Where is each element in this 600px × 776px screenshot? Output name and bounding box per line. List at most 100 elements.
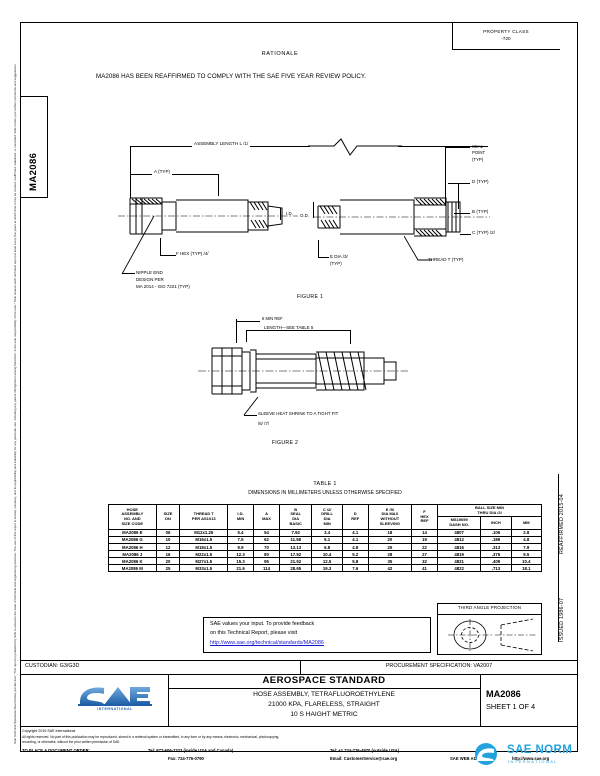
table-cell: 5.2 bbox=[341, 550, 369, 559]
sleeve-leader-h bbox=[244, 415, 257, 416]
table-cell: .106 bbox=[480, 528, 512, 537]
table-cell: 62 bbox=[253, 535, 280, 545]
table-cell: 27 bbox=[411, 550, 438, 559]
table-cell: M12x1.25 bbox=[179, 528, 229, 537]
table-cell: MA2086 H bbox=[108, 542, 157, 552]
feedback-line-2: on this Technical Report, please visit bbox=[210, 630, 298, 636]
id-ext bbox=[280, 208, 281, 220]
title-line-2: 21000 KPA, FLARELESS, STRAIGHT bbox=[268, 701, 380, 708]
th-text: D REF bbox=[351, 511, 360, 521]
od-label: O.D. bbox=[300, 213, 310, 218]
custodian-label: CUSTODIAN: G3/G3D bbox=[25, 663, 80, 669]
footer-copyright: Copyright 2015 SAE International bbox=[22, 729, 76, 733]
th-dia-mm: MM bbox=[510, 516, 543, 530]
seal-point-leader bbox=[446, 147, 470, 148]
table-cell: 54 bbox=[253, 528, 280, 537]
table-cell: .375 bbox=[480, 550, 512, 559]
b-typ-label: B (TYP) bbox=[472, 209, 489, 214]
th-text: MM bbox=[522, 519, 530, 525]
table-cell: 21.6 bbox=[227, 564, 255, 573]
third-angle-projection-icon bbox=[448, 618, 537, 652]
watermark-logo-icon bbox=[475, 743, 497, 765]
th-text: MS19059 DASH NO. bbox=[449, 517, 469, 528]
e-dia-leader-h bbox=[318, 257, 329, 258]
table-cell: 42 bbox=[367, 564, 413, 573]
th-text: C /2/ DRILL DIA MIN bbox=[321, 506, 333, 526]
ext-line-left bbox=[130, 146, 131, 198]
table-cell: MA2086 M bbox=[108, 564, 157, 573]
rationale-text: MA2086 HAS BEEN REAFFIRMED TO COMPLY WIT… bbox=[96, 73, 367, 80]
titleblock-bottom-line bbox=[20, 726, 578, 728]
a-typ-label: A (TYP) bbox=[152, 169, 173, 175]
table-cell: 114 bbox=[253, 564, 280, 573]
left-margin-note-text: SAE Technical Standards Board Rules prov… bbox=[13, 63, 17, 744]
footer-tel-us: Tel: 877-606-7323 (inside USA and Canada… bbox=[148, 748, 234, 753]
thread-t-label: THREAD T (TYP) bbox=[428, 257, 464, 262]
footer-email: Email: CustomerService@sae.org bbox=[330, 756, 398, 761]
f-hex-leader-v bbox=[160, 238, 161, 256]
table-header-row-1: HOSE ASSEMBLY NO. AND SIZE CODE SIZE DN … bbox=[108, 503, 542, 530]
right-margin-divider bbox=[558, 474, 559, 642]
th-ms19059: MS19059 DASH NO. bbox=[436, 516, 482, 530]
right-fitting-drawing bbox=[314, 197, 490, 237]
th-thread: THREAD T PER AS1013 bbox=[179, 504, 229, 530]
dimensions-table: HOSE ASSEMBLY NO. AND SIZE CODE SIZE DN … bbox=[108, 503, 543, 573]
table-cell: 20 bbox=[367, 535, 413, 545]
min-ref-ext bbox=[236, 319, 237, 343]
table-cell: 3.4 bbox=[311, 528, 343, 537]
table-cell: 12 bbox=[155, 542, 181, 552]
procurement-spec: PROCUREMENT SPECIFICATION: VA2007 bbox=[385, 663, 493, 669]
c-typ-label: C (TYP) /2/ bbox=[472, 230, 495, 235]
projection-box bbox=[437, 603, 542, 655]
table-cell: 5.8 bbox=[341, 557, 369, 566]
projection-label: THIRD ANGLE PROJECTION bbox=[457, 605, 522, 610]
th-a-max: A MAX bbox=[253, 504, 280, 530]
th-text: I.D. MIN bbox=[236, 511, 245, 521]
figure-2-drawing bbox=[198, 347, 408, 395]
feedback-box[interactable] bbox=[203, 617, 431, 653]
table-cell: 12.3 bbox=[227, 550, 255, 559]
table-cell: 16 bbox=[155, 550, 181, 559]
table-cell: 4812 bbox=[436, 535, 482, 545]
table-cell: 15.3 bbox=[227, 557, 255, 566]
table-cell: 70 bbox=[253, 542, 280, 552]
watermark-sub: INTERNATIONAL bbox=[508, 759, 558, 764]
sheet-number: SHEET 1 OF 4 bbox=[486, 702, 536, 711]
left-margin-note: SAE Technical Standards Board Rules prov… bbox=[0, 22, 20, 752]
title-line-1: HOSE ASSEMBLY, TETRAFLUOROETHYLENE bbox=[253, 691, 395, 698]
table-subtitle: DIMENSIONS IN MILLIMETERS UNLESS OTHERWI… bbox=[248, 490, 402, 496]
reaffirmed-date: REAFFIRMED 2015-04 bbox=[559, 494, 565, 554]
table-cell: 7.9 bbox=[510, 542, 543, 552]
table-cell: 18.1 bbox=[510, 564, 543, 573]
side-tab-number: MA2086 bbox=[28, 152, 39, 191]
th-text: E /5/ DIA MAX WITHOUT SLEEVING bbox=[379, 506, 400, 526]
d-ext-line bbox=[458, 183, 459, 209]
table-cell: 4821 bbox=[436, 557, 482, 566]
sleeve-note-refs: /6/ /7/ bbox=[258, 421, 269, 426]
table-cell: 4.8 bbox=[341, 542, 369, 552]
th-text: A MAX bbox=[262, 511, 271, 521]
feedback-link[interactable]: http://www.sae.org/technical/standards/M… bbox=[210, 640, 324, 646]
table-cell: 25 bbox=[367, 542, 413, 552]
length-dim-line bbox=[246, 330, 350, 331]
right-margin-dates: ISSUED 1986-07 REAFFIRMED 2015-04 bbox=[552, 470, 578, 645]
side-tab-box bbox=[20, 96, 48, 198]
length-ext-left bbox=[246, 330, 247, 342]
watermark: SAE NORM INTERNATIONAL bbox=[468, 742, 594, 772]
a-ext-line bbox=[218, 174, 219, 196]
table-cell: MA2086 J bbox=[108, 550, 157, 559]
table-cell: 95 bbox=[253, 557, 280, 566]
sae-logo-sub: INTERNATIONAL bbox=[97, 707, 133, 711]
table-cell: 13.13 bbox=[278, 542, 313, 552]
rationale-heading: RATIONALE bbox=[261, 51, 299, 57]
projection-label-divider bbox=[437, 614, 542, 615]
table-cell: 4819 bbox=[436, 550, 482, 559]
table-cell: MA2086 E bbox=[108, 528, 157, 537]
assembly-length-dim-line-right bbox=[398, 146, 488, 147]
